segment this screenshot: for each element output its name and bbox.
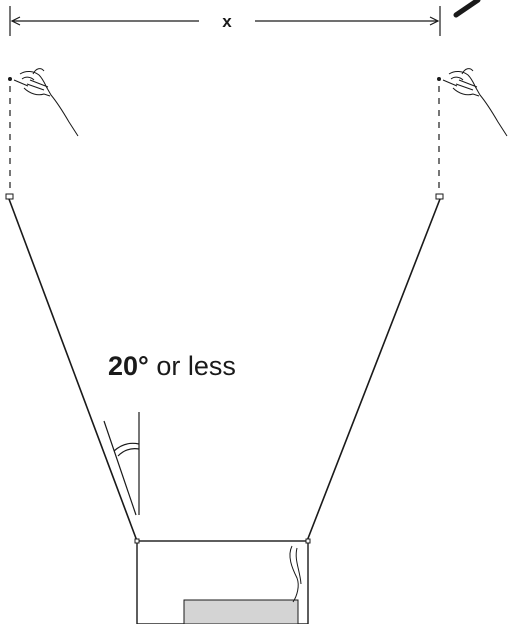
right-cable <box>306 198 441 542</box>
dimension-line: x <box>9 6 441 36</box>
anchor-mount-icon <box>5 193 14 200</box>
hand-marking-icon <box>437 68 508 137</box>
angle-value: 20° <box>108 351 149 381</box>
dimension-label: x <box>222 12 232 31</box>
angle-suffix: or less <box>149 351 236 381</box>
bracket-icon <box>183 599 299 624</box>
angle-note: 20° or less <box>108 351 236 381</box>
angle-arc-icon <box>103 412 140 516</box>
left-cable <box>8 198 138 542</box>
pencil-icon <box>453 0 481 18</box>
hanging-frame <box>134 538 311 624</box>
anchor-mount-icon <box>435 193 444 200</box>
hand-marking-icon <box>8 68 79 137</box>
